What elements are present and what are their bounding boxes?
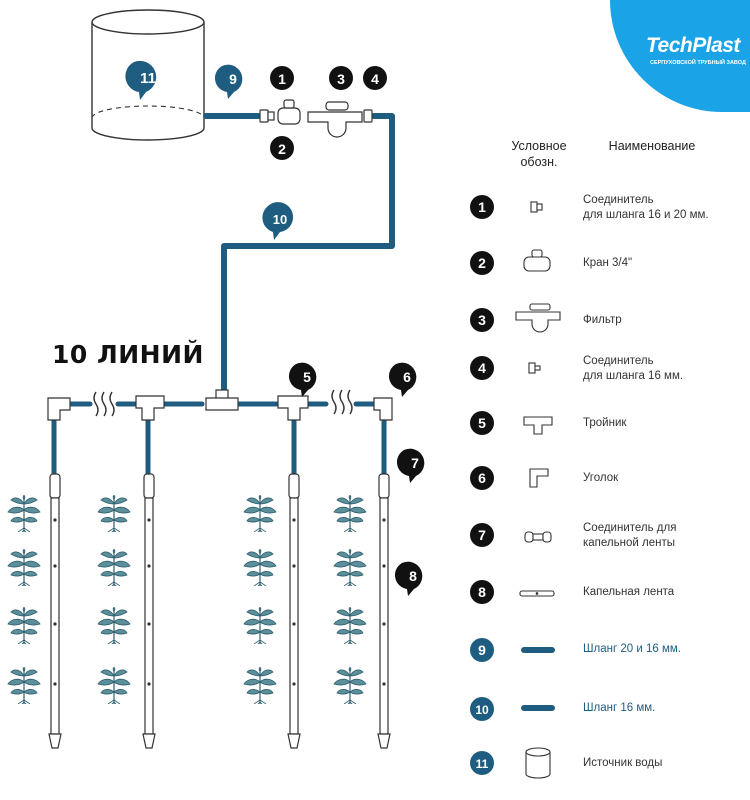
svg-text:3: 3 (478, 312, 486, 328)
svg-text:2: 2 (478, 255, 486, 271)
legend-name-1: Соединитель для шланга 16 и 20 мм. (583, 194, 709, 221)
connector-fitting (259, 109, 269, 123)
filter-fitting (307, 101, 363, 138)
svg-text:6: 6 (403, 369, 411, 385)
legend-marker-3: 3 (470, 308, 494, 332)
drip-tape-icon (519, 590, 555, 597)
connector-icon (530, 201, 543, 213)
svg-text:8: 8 (409, 568, 417, 584)
marker-5: 5 (288, 362, 317, 397)
filter-icon (515, 303, 561, 333)
svg-text:7: 7 (411, 455, 419, 471)
legend-name-10: Шланг 16 мм. (583, 702, 656, 714)
marker-7: 7 (396, 448, 425, 483)
hose-lines (51, 113, 395, 477)
legend-marker-4: 4 (470, 356, 494, 380)
drip-tape (377, 473, 391, 749)
diagram-markers: 11 9 1 2 3 4 10 5 6 7 8 (125, 60, 425, 596)
legend-icons (515, 201, 561, 779)
valve-fitting (277, 99, 301, 125)
marker-6: 6 (388, 362, 417, 397)
legend-name-2: Кран 3/4" (583, 257, 633, 269)
legend-header-symbol: Условное обозн. (511, 139, 567, 169)
logo-subtitle: СЕРПУХОВСКОЙ ТРУБНЫЙ ЗАВОД (650, 60, 746, 66)
legend-marker-2: 2 (470, 251, 494, 275)
svg-text:1: 1 (478, 199, 486, 215)
legend-name-11: Источник воды (583, 757, 663, 769)
legend-name-5: Тройник (583, 417, 627, 429)
legend-marker-11: 11 (470, 751, 494, 775)
main-fittings (47, 389, 393, 421)
legend-name-3: Фильтр (583, 314, 622, 326)
elbow-icon (529, 468, 549, 488)
legend-name-6: Уголок (583, 472, 619, 484)
drip-tape (287, 473, 301, 749)
valve-icon (523, 249, 551, 272)
marker-2: 2 (270, 136, 294, 160)
marker-9: 9 (214, 64, 243, 99)
svg-text:11: 11 (140, 70, 156, 87)
svg-text:9: 9 (478, 642, 486, 658)
plants (7, 494, 367, 704)
drip-tape (142, 473, 156, 749)
legend-marker-6: 6 (470, 466, 494, 490)
svg-text:4: 4 (478, 360, 486, 376)
svg-text:10: 10 (273, 212, 287, 227)
legend-marker-5: 5 (470, 411, 494, 435)
marker-4: 4 (363, 66, 387, 90)
svg-text:5: 5 (303, 369, 311, 385)
line-breaks (93, 389, 353, 417)
small-connector-fitting (363, 109, 373, 123)
marker-3: 3 (329, 66, 353, 90)
lines-count-label: 10 ЛИНИЙ (52, 340, 204, 369)
legend-marker-8: 8 (470, 580, 494, 604)
drip-tape (48, 473, 62, 749)
svg-text:2: 2 (278, 141, 286, 157)
marker-10: 10 (262, 202, 294, 240)
small-connector-icon (528, 362, 541, 374)
marker-11: 11 (125, 60, 157, 100)
svg-text:6: 6 (478, 470, 486, 486)
tape-connector-icon (524, 531, 552, 543)
svg-text:5: 5 (478, 415, 486, 431)
svg-text:4: 4 (371, 71, 379, 87)
tee-icon (523, 416, 553, 435)
drip-tapes (48, 473, 391, 749)
legend-name-4: Соединитель для шланга 16 мм. (583, 355, 684, 382)
marker-8: 8 (394, 561, 423, 596)
legend-marker-7: 7 (470, 523, 494, 547)
legend-markers: 1 2 3 4 5 6 7 8 9 10 11 (470, 195, 494, 775)
marker-1: 1 (270, 66, 294, 90)
svg-text:8: 8 (478, 584, 486, 600)
legend-name-8: Капельная лента (583, 586, 675, 598)
water-tank-icon (525, 747, 551, 779)
legend-marker-9: 9 (470, 638, 494, 662)
legend-marker-1: 1 (470, 195, 494, 219)
svg-text:1: 1 (278, 71, 286, 87)
svg-text:3: 3 (337, 71, 345, 87)
legend-marker-10: 10 (470, 697, 494, 721)
svg-text:10: 10 (475, 703, 489, 717)
top-fittings (259, 99, 373, 138)
legend-name-9: Шланг 20 и 16 мм. (583, 643, 681, 655)
logo-brand: TechPlast (646, 34, 740, 57)
svg-text:9: 9 (229, 71, 237, 87)
hose-10 (221, 113, 395, 393)
svg-text:7: 7 (478, 527, 486, 543)
legend-header-name: Наименование (608, 139, 696, 153)
legend-name-7: Соединитель для капельной ленты (583, 522, 677, 549)
svg-text:11: 11 (476, 757, 489, 771)
